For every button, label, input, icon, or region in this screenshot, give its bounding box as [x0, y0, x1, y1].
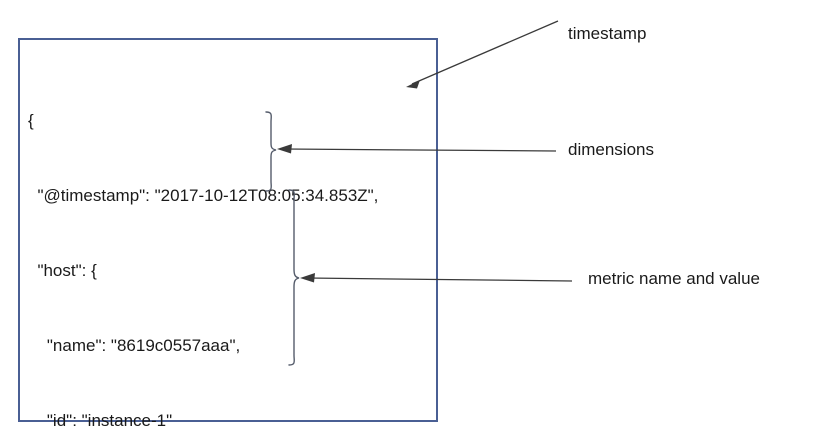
json-document: { "@timestamp": "2017-10-12T08:05:34.853…: [28, 58, 448, 437]
annotation-label-dimensions: dimensions: [568, 140, 654, 159]
json-line-host-name: "name": "8619c0557aaa",: [28, 336, 241, 355]
annotation-label-timestamp: timestamp: [568, 24, 647, 43]
json-document-box: [18, 38, 438, 422]
json-line-1: {: [28, 111, 34, 130]
annotation-label-metric: metric name and value: [588, 269, 760, 288]
json-line-host-open: "host": {: [28, 261, 97, 280]
json-line-host-id: "id": "instance-1": [28, 411, 173, 430]
json-line-timestamp: "@timestamp": "2017-10-12T08:05:34.853Z"…: [28, 186, 379, 205]
